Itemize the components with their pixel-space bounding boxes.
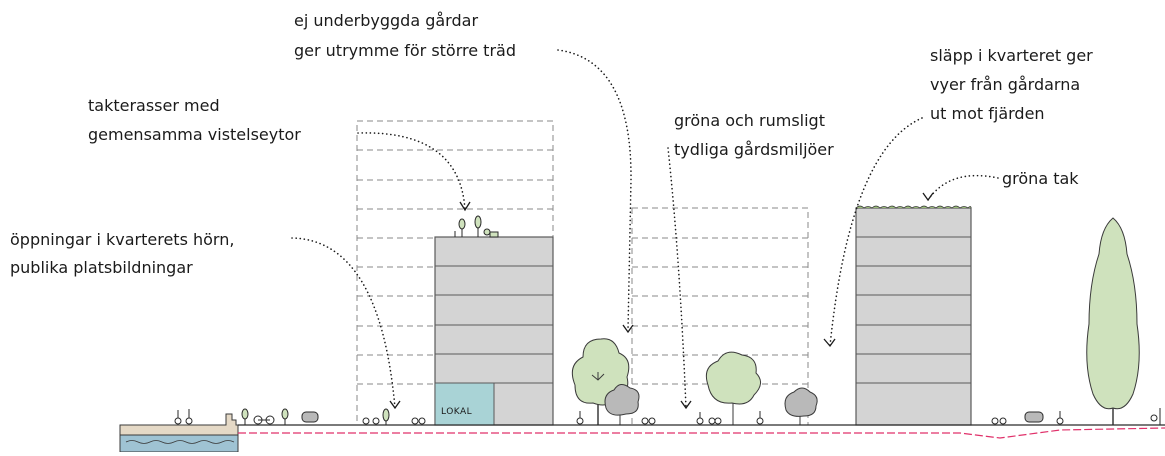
building-left: LOKAL [434, 236, 554, 426]
arrow-courtyards-trees [622, 324, 634, 334]
leader-green-roofs [927, 174, 999, 201]
street-figures [174, 408, 1161, 425]
arrow-block-gaps [823, 338, 836, 348]
shop-label: LOKAL [441, 407, 472, 417]
annotation-green-roofs-line1: gröna tak [1002, 169, 1079, 188]
annotation-corner-openings-line2: publika platsbildningar [10, 258, 193, 277]
arrowheads [389, 192, 934, 410]
annotation-green-courtyards-line2: tydliga gårdsmiljöer [674, 140, 834, 159]
tree-poplar [1086, 217, 1140, 425]
annotation-block-gaps-line1: släpp i kvarteret ger [930, 46, 1093, 65]
leader-lines [291, 49, 999, 409]
annotation-roof-terraces: takterasser med gemensamma vistelseytor [88, 96, 301, 144]
leader-block-gaps [829, 117, 923, 347]
tree-courtyard-medium [705, 351, 761, 425]
annotation-courtyards-trees-line1: ej underbyggda gårdar [294, 11, 478, 30]
leader-roof-terraces [357, 132, 466, 211]
roof-terrace-figures [454, 215, 499, 238]
annotation-green-courtyards: gröna och rumsligt tydliga gårdsmiljöer [674, 111, 834, 159]
green-roof-icon [855, 205, 972, 209]
annotation-block-gaps: släpp i kvarteret ger vyer från gårdarna… [930, 46, 1093, 123]
building-right [855, 205, 972, 426]
leader-courtyards-trees [557, 49, 632, 331]
annotation-courtyards-trees-line2: ger utrymme för större träd [294, 41, 516, 60]
annotation-courtyards-trees: ej underbyggda gårdar ger utrymme för st… [294, 11, 516, 60]
section-cut-line [238, 427, 1165, 439]
arrow-green-roofs [922, 192, 934, 202]
tree-courtyard-small-2 [784, 387, 818, 425]
annotation-roof-terraces-line2: gemensamma vistelseytor [88, 125, 301, 144]
arrow-corner-openings [389, 400, 401, 410]
tree-courtyard-small-1 [604, 384, 640, 425]
quay-and-water [119, 413, 239, 453]
leader-green-courtyards [667, 147, 687, 409]
annotation-block-gaps-line2: vyer från gårdarna [930, 75, 1080, 94]
annotation-roof-terraces-line1: takterasser med [88, 96, 220, 115]
annotation-green-roofs: gröna tak [1002, 169, 1079, 188]
annotation-corner-openings-line1: öppningar i kvarterets hörn, [10, 230, 234, 249]
leader-corner-openings [291, 237, 396, 409]
shop-unit: LOKAL [434, 382, 495, 426]
arrow-roof-terraces [459, 201, 471, 212]
annotation-green-courtyards-line1: gröna och rumsligt [674, 111, 825, 130]
annotation-corner-openings: öppningar i kvarterets hörn, publika pla… [10, 230, 234, 277]
arrow-green-courtyards [680, 400, 692, 410]
annotation-block-gaps-line3: ut mot fjärden [930, 104, 1045, 123]
